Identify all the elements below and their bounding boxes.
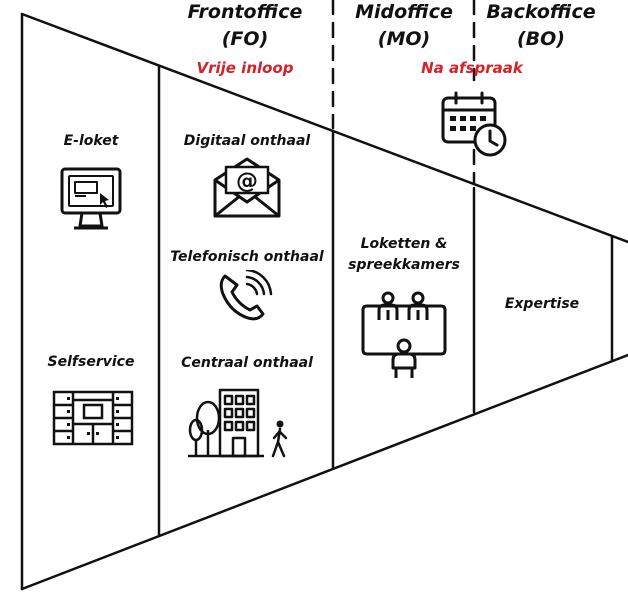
- midoffice-title: Midoffice: [355, 1, 453, 23]
- label-loketten-line1: Loketten &: [360, 236, 448, 252]
- phone-ringing-icon: [219, 270, 273, 321]
- midoffice-subtitle: Na afspraak: [421, 59, 523, 77]
- computer-cursor-icon: [60, 167, 122, 230]
- label-selfservice: Selfservice: [47, 354, 135, 370]
- calendar-clock-icon: [441, 91, 507, 157]
- label-e-loket: E-loket: [63, 133, 119, 149]
- label-centraal-onthaal: Centraal onthaal: [181, 355, 313, 371]
- label-telefonisch-onthaal: Telefonisch onthaal: [170, 249, 324, 265]
- backoffice-abbr: (BO): [516, 28, 565, 50]
- label-expertise: Expertise: [504, 296, 580, 312]
- frontoffice-abbr: (FO): [221, 28, 269, 50]
- svg-text:@: @: [236, 169, 258, 194]
- building-pedestrian-icon: [188, 388, 288, 458]
- funnel-bottom-edge: [20, 353, 628, 591]
- parcel-locker-icon: [52, 390, 134, 446]
- label-digitaal-onthaal: Digitaal onthaal: [183, 133, 311, 149]
- midoffice-abbr: (MO): [377, 28, 431, 50]
- frontoffice-subtitle: Vrije inloop: [196, 59, 294, 77]
- frontoffice-title: Frontoffice: [187, 1, 303, 23]
- label-loketten-line2: spreekkamers: [348, 257, 460, 273]
- email-at-icon: @: [213, 157, 281, 218]
- backoffice-title: Backoffice: [486, 1, 596, 23]
- meeting-table-icon: [361, 291, 447, 378]
- funnel-top-edge: [20, 12, 628, 244]
